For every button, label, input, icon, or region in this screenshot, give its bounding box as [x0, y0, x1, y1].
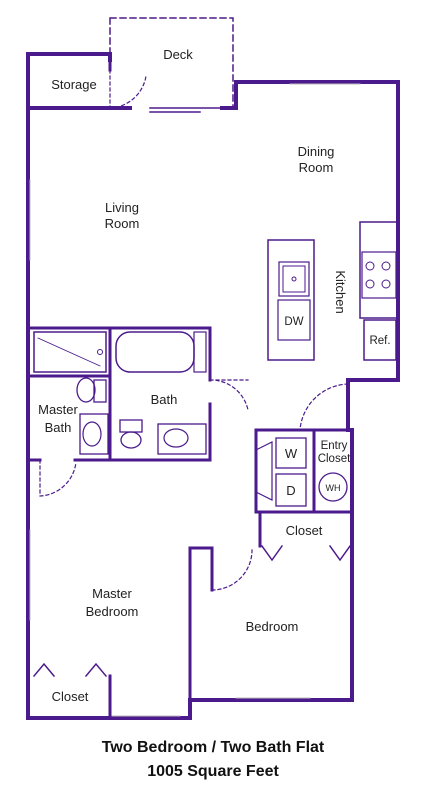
master-closet-doors: [32, 662, 108, 678]
master-bedroom-label-2: Bedroom: [86, 604, 139, 619]
master-toilet: [76, 377, 96, 403]
living-label-2: Room: [105, 216, 140, 231]
hall-tub: [115, 331, 195, 373]
refrigerator: [363, 319, 397, 361]
storage-label: Storage: [51, 77, 97, 92]
dryer: [275, 473, 307, 507]
master-closet-walls: [26, 674, 112, 720]
master-bath-door: [39, 459, 77, 497]
water-heater: [318, 472, 348, 502]
master-closet-label: Closet: [52, 689, 89, 704]
deck-door: [149, 107, 223, 113]
master-bedroom-label-1: Master: [92, 586, 132, 601]
entry-door: [299, 383, 349, 431]
bath-door: [209, 379, 249, 411]
laundry-walls: [254, 428, 354, 548]
dining-label-2: Room: [299, 160, 334, 175]
deck-outline: [109, 17, 234, 109]
range: [361, 251, 397, 299]
bedroom-walls: [188, 510, 262, 702]
kitchen-label: Kitchen: [333, 270, 348, 313]
master-bath-label-2: Bath: [45, 420, 72, 435]
hall-closet-doors: [260, 544, 352, 562]
bath-label: Bath: [151, 392, 178, 407]
bedroom-label: Bedroom: [246, 619, 299, 634]
entry-closet-label-1: Entry: [321, 440, 348, 452]
entry-closet-label-2: Closet: [318, 453, 351, 465]
washer: [275, 437, 307, 469]
master-vanity: [79, 413, 109, 455]
dining-label-1: Dining: [298, 144, 335, 159]
deck-label: Deck: [163, 47, 193, 62]
bedroom-door: [211, 549, 253, 591]
bath-walls: [26, 326, 212, 462]
hall-toilet: [119, 419, 143, 433]
kitchen-island: [267, 239, 315, 361]
washer-label: W: [285, 446, 298, 461]
hall-vanity: [157, 423, 207, 455]
storage-door: [109, 69, 147, 109]
outer-wall: [26, 52, 400, 720]
master-tub: [33, 331, 107, 373]
master-bath-label-1: Master: [38, 402, 78, 417]
hall-closet-label: Closet: [286, 523, 323, 538]
kitchen-counter: [359, 221, 399, 319]
dryer-label: D: [286, 483, 295, 498]
refrigerator-label: Ref.: [369, 335, 390, 347]
plan-caption-title: Two Bedroom / Two Bath Flat: [102, 739, 325, 756]
living-label-1: Living: [105, 200, 139, 215]
dishwasher-label: DW: [284, 316, 303, 328]
plan-caption-size: 1005 Square Feet: [147, 763, 279, 780]
water-heater-label: WH: [326, 483, 341, 493]
